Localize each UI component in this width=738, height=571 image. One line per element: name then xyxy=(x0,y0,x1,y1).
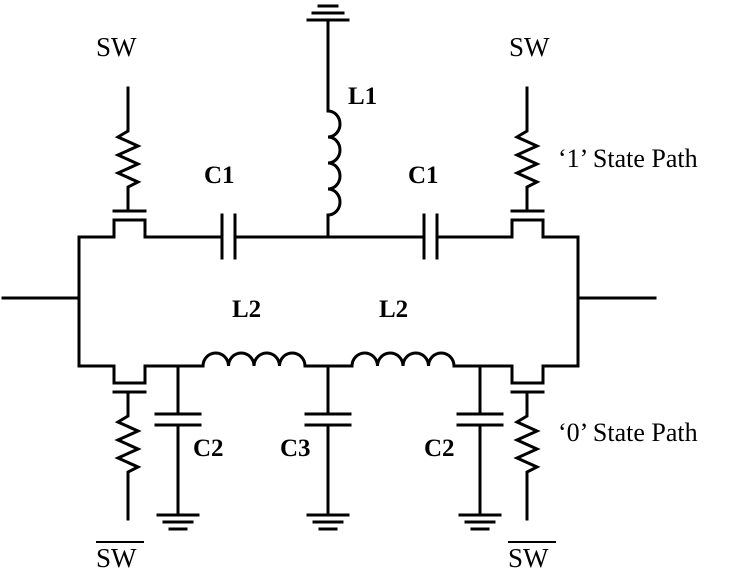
sw-label-top-left: SW xyxy=(96,32,137,62)
capacitor-c1-left xyxy=(220,213,237,260)
ground-icon-top xyxy=(306,4,350,22)
resistor-top-right xyxy=(513,86,541,213)
l2-label-right: L2 xyxy=(379,296,408,323)
sw-bar-label-bottom-right: SW xyxy=(508,541,556,571)
ground-icon-c3 xyxy=(306,513,350,531)
l2-label-left: L2 xyxy=(232,296,261,323)
sw-bar-text-bottom-right: SW xyxy=(508,543,549,571)
c3-label: C3 xyxy=(280,435,311,462)
switch-bottom-left xyxy=(112,364,147,394)
resistor-top-left xyxy=(114,86,142,213)
inductor-l2-left xyxy=(201,351,307,368)
inductor-l2-right xyxy=(350,351,456,368)
sw-bar-label-bottom-left: SW xyxy=(96,541,144,571)
inductor-l1 xyxy=(326,18,342,239)
l1-label: L1 xyxy=(348,83,377,110)
state-0-path-label: ‘0’ State Path xyxy=(558,418,698,447)
switch-top-left xyxy=(112,209,147,239)
capacitor-c2-left xyxy=(154,364,202,517)
c2-label-right: C2 xyxy=(424,435,455,462)
c1-label-left: C1 xyxy=(204,162,235,189)
c2-label-left: C2 xyxy=(193,435,224,462)
ground-icon-c2-right xyxy=(458,513,502,531)
state-1-path-label: ‘1’ State Path xyxy=(558,144,698,173)
capacitor-c2-right xyxy=(456,364,504,517)
capacitor-c1-right xyxy=(422,213,439,260)
capacitor-c3 xyxy=(304,364,352,517)
sw-bar-text-bottom-left: SW xyxy=(96,543,137,571)
resistor-bottom-left xyxy=(114,390,142,521)
switch-bottom-right xyxy=(510,364,545,394)
ground-icon-c2-left xyxy=(156,513,200,531)
resistor-bottom-right xyxy=(513,390,541,521)
switch-top-right xyxy=(510,209,545,239)
c1-label-right: C1 xyxy=(408,162,439,189)
sw-label-top-right: SW xyxy=(509,32,550,62)
